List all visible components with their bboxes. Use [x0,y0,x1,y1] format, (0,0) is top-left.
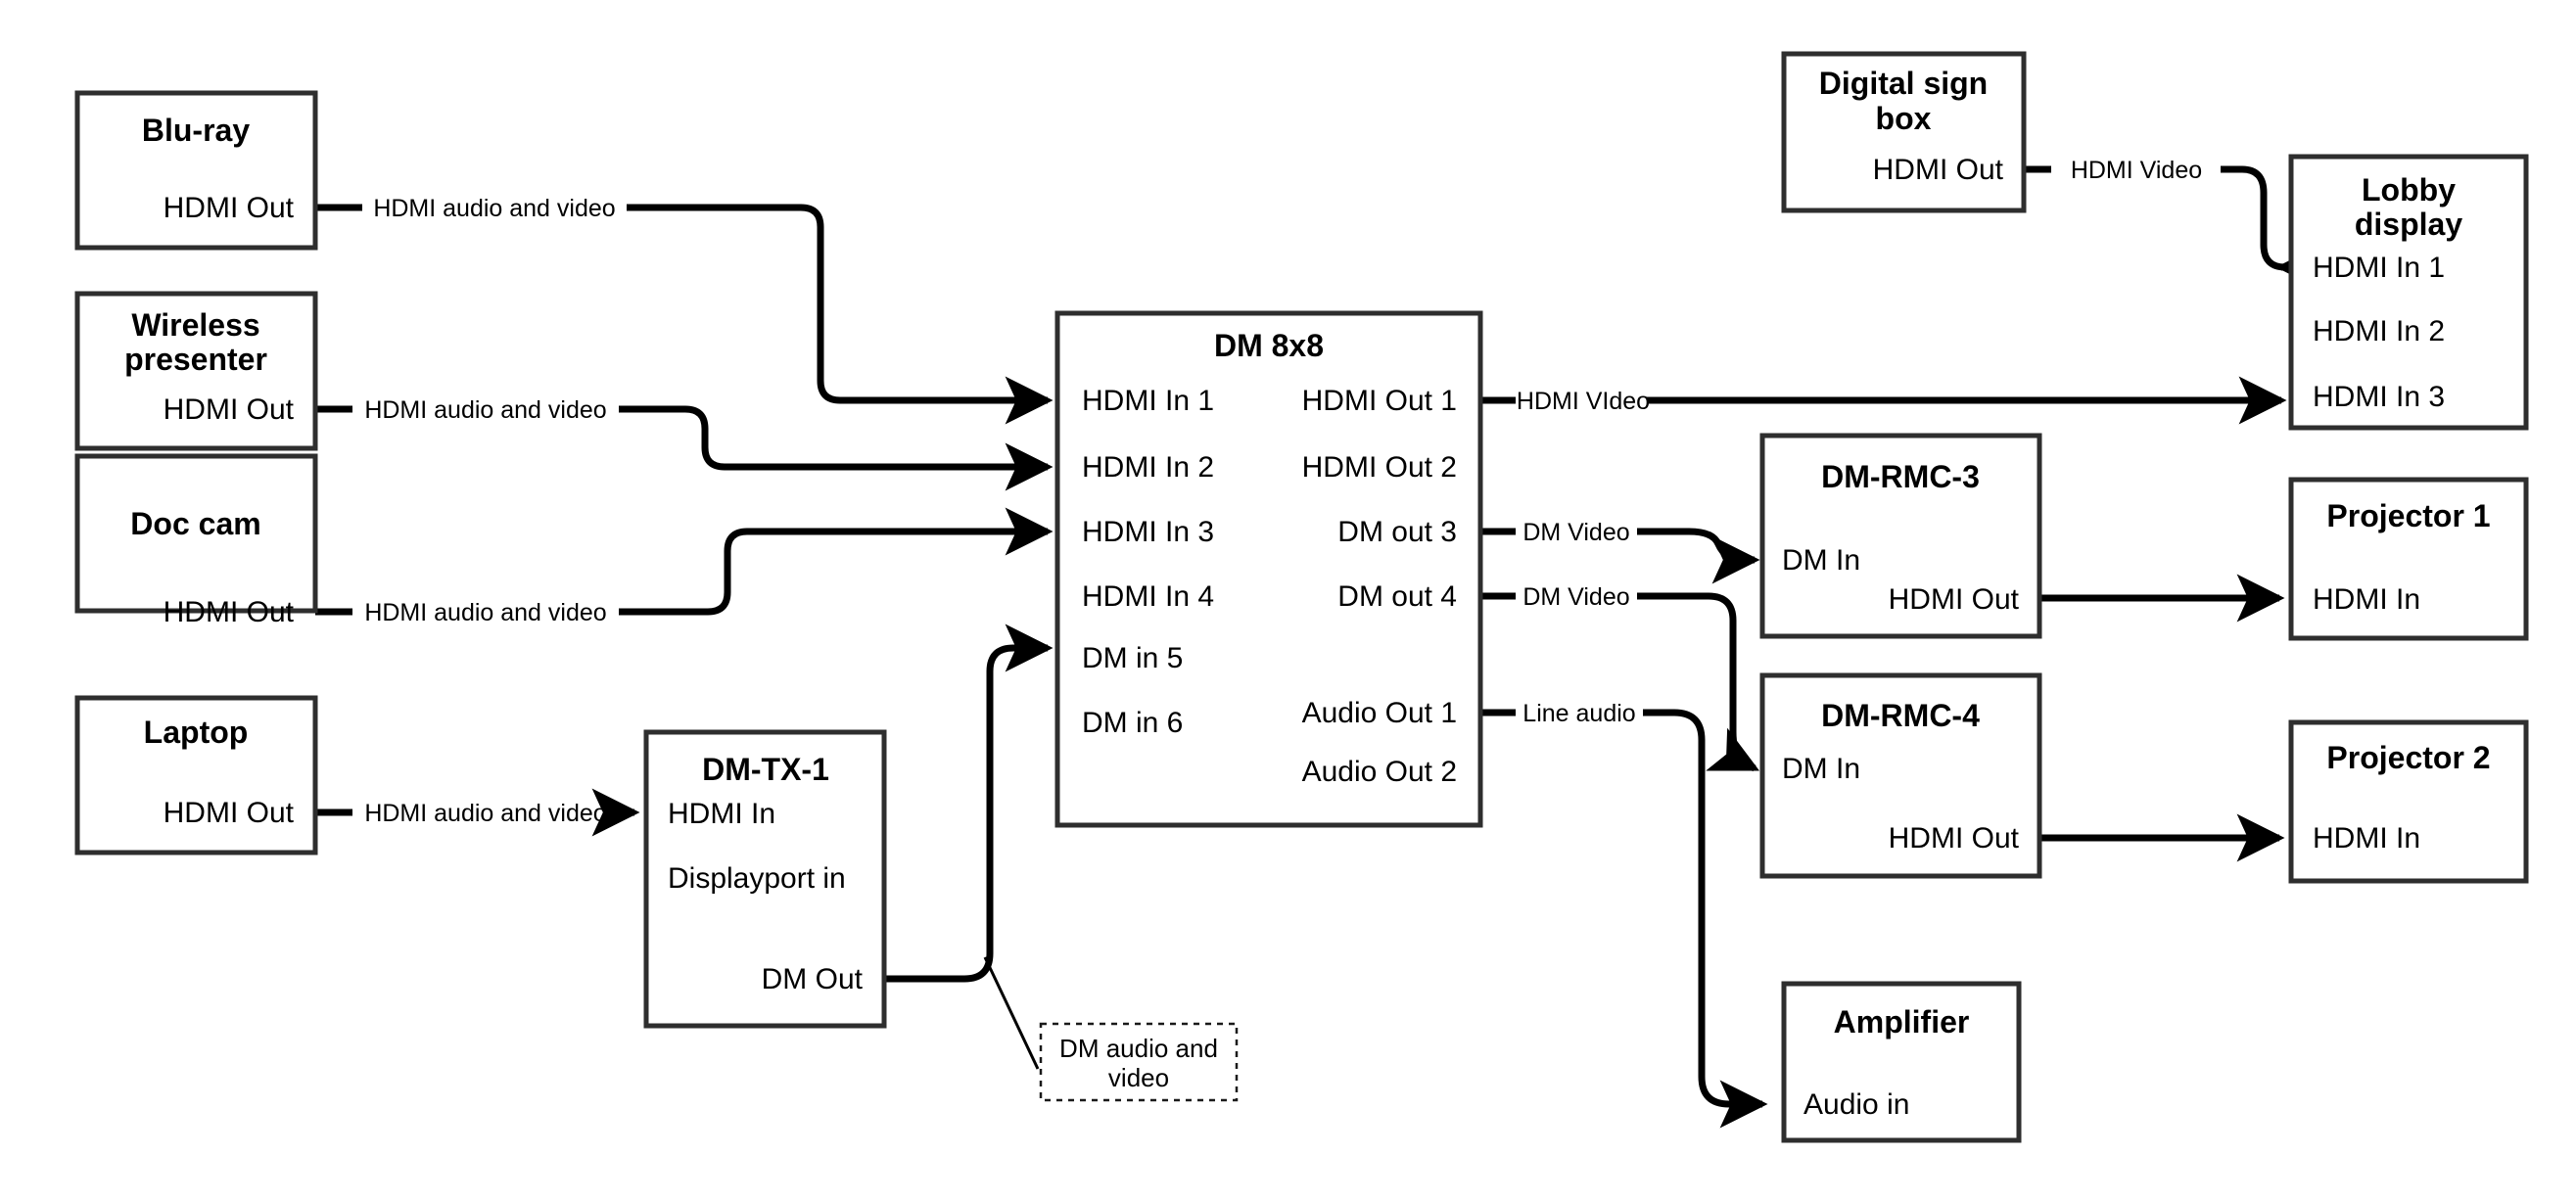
edge-dm8x8-out4-to-rmc4: DM Video [1480,583,1760,772]
node-dm-tx-1[interactable]: DM-TX-1 HDMI In Displayport in DM Out [643,729,887,1029]
wireless-port-hdmi-out: HDMI Out [164,393,295,426]
dm8x8-title: DM 8x8 [1214,328,1324,363]
amplifier-port-audio-in: Audio in [1803,1088,1909,1121]
node-dm-rmc-4[interactable]: DM-RMC-4 DM In HDMI Out [1759,672,2042,879]
dmtx1-title: DM-TX-1 [702,752,829,787]
rmc4-title: DM-RMC-4 [1821,698,1980,733]
edge-label-laptop: HDMI audio and video [364,800,606,827]
note-dm-audio-video: DM audio and video [1039,1022,1239,1102]
note-line1: DM audio and [1059,1034,1218,1063]
lobby-input-hdmi-in-3: HDMI In 3 [2313,381,2445,413]
node-projector-2[interactable]: Projector 2 HDMI In [2288,719,2529,884]
signbox-title-line2: box [1876,101,1932,136]
dm8x8-input-dm-in-5: DM in 5 [1082,642,1183,674]
wireless-title-line1: Wireless [131,307,259,343]
dm8x8-input-hdmi-in-1: HDMI In 1 [1082,385,1214,417]
dm8x8-output-audio-out-1: Audio Out 1 [1302,697,1457,729]
lobby-input-hdmi-in-1: HDMI In 1 [2313,252,2445,284]
note-line2: video [1108,1063,1169,1092]
signbox-title-line1: Digital sign [1819,66,1988,101]
node-laptop[interactable]: Laptop HDMI Out [74,695,318,855]
node-bluray[interactable]: Blu-ray HDMI Out [74,90,318,251]
rmc3-port-hdmi-out: HDMI Out [1889,583,2020,616]
edge-label-bluray: HDMI audio and video [373,195,615,222]
doccam-port-hdmi-out: HDMI Out [164,596,295,628]
node-dm-8x8[interactable]: DM 8x8 HDMI In 1 HDMI In 2 HDMI In 3 HDM… [1054,310,1483,828]
lobby-input-hdmi-in-2: HDMI In 2 [2313,315,2445,347]
amplifier-title: Amplifier [1834,1004,1970,1039]
edge-label-wireless: HDMI audio and video [364,396,606,424]
laptop-title: Laptop [144,715,249,750]
wireless-title-line2: presenter [124,342,267,377]
projector1-port-hdmi-in: HDMI In [2313,583,2420,616]
lobby-title-line2: display [2355,207,2462,242]
edge-label-line-audio: Line audio [1522,700,1635,727]
bluray-port-hdmi-out: HDMI Out [164,192,295,224]
dmtx1-port-displayport-in: Displayport in [668,862,846,895]
dm8x8-input-dm-in-6: DM in 6 [1082,707,1183,739]
doccam-title: Doc cam [130,506,260,541]
edge-signbox-to-lobby: HDMI Video [2024,157,2324,292]
bluray-title: Blu-ray [142,113,250,148]
edge-dm8x8-out3-to-rmc3: DM Video [1480,519,1760,584]
edge-wireless-to-dm8x8: HDMI audio and video [315,396,1054,491]
edge-label-dm-out3: DM Video [1522,519,1629,546]
dmtx1-port-dm-out: DM Out [762,963,864,995]
rmc4-port-dm-in: DM In [1782,753,1860,785]
edge-dm8x8-audio1-to-amplifier: Line audio [1480,700,1768,1129]
projector2-title: Projector 2 [2326,740,2490,775]
dm8x8-output-dm-out-3: DM out 3 [1337,516,1457,548]
signbox-port-hdmi-out: HDMI Out [1873,154,2004,186]
dm8x8-input-hdmi-in-2: HDMI In 2 [1082,451,1214,484]
dm8x8-output-hdmi-out-2: HDMI Out 2 [1302,451,1457,484]
node-dm-rmc-3[interactable]: DM-RMC-3 DM In HDMI Out [1759,433,2042,639]
dmtx1-port-hdmi-in: HDMI In [668,798,775,830]
node-projector-1[interactable]: Projector 1 HDMI In [2288,477,2529,641]
projector2-port-hdmi-in: HDMI In [2313,822,2420,855]
rmc3-port-dm-in: DM In [1782,544,1860,577]
projector1-title: Projector 1 [2326,498,2490,533]
node-lobby-display[interactable]: Lobby display HDMI In 1 HDMI In 2 HDMI I… [2288,154,2529,431]
edge-label-doccam: HDMI audio and video [364,599,606,626]
dm8x8-output-hdmi-out-1: HDMI Out 1 [1302,385,1457,417]
edge-doccam-to-dm8x8: HDMI audio and video [315,507,1054,626]
node-amplifier[interactable]: Amplifier Audio in [1781,981,2022,1143]
rmc3-title: DM-RMC-3 [1821,459,1980,494]
dm8x8-output-dm-out-4: DM out 4 [1337,580,1457,613]
node-wireless-presenter[interactable]: Wireless presenter HDMI Out [74,291,318,451]
edge-label-dm-out4: DM Video [1522,583,1629,611]
laptop-port-hdmi-out: HDMI Out [164,797,295,829]
lobby-title-line1: Lobby [2362,172,2456,208]
edge-bluray-to-dm8x8: HDMI audio and video [315,195,1054,425]
node-doc-cam[interactable]: Doc cam HDMI Out [74,453,318,628]
dm8x8-input-hdmi-in-3: HDMI In 3 [1082,516,1214,548]
edge-dmtx1-to-dm8x8 [884,624,1054,1070]
edge-dm8x8-out1-to-lobby: HDMI VIdeo [1480,376,2287,425]
edge-label-signbox: HDMI Video [2071,157,2202,184]
edge-laptop-to-dmtx1: HDMI audio and video [315,788,640,837]
dm8x8-input-hdmi-in-4: HDMI In 4 [1082,580,1214,613]
node-digital-sign-box[interactable]: Digital sign box HDMI Out [1781,51,2027,213]
dm8x8-output-audio-out-2: Audio Out 2 [1302,756,1457,788]
rmc4-port-hdmi-out: HDMI Out [1889,822,2020,855]
edge-label-hdmi-out1: HDMI VIdeo [1517,388,1650,415]
